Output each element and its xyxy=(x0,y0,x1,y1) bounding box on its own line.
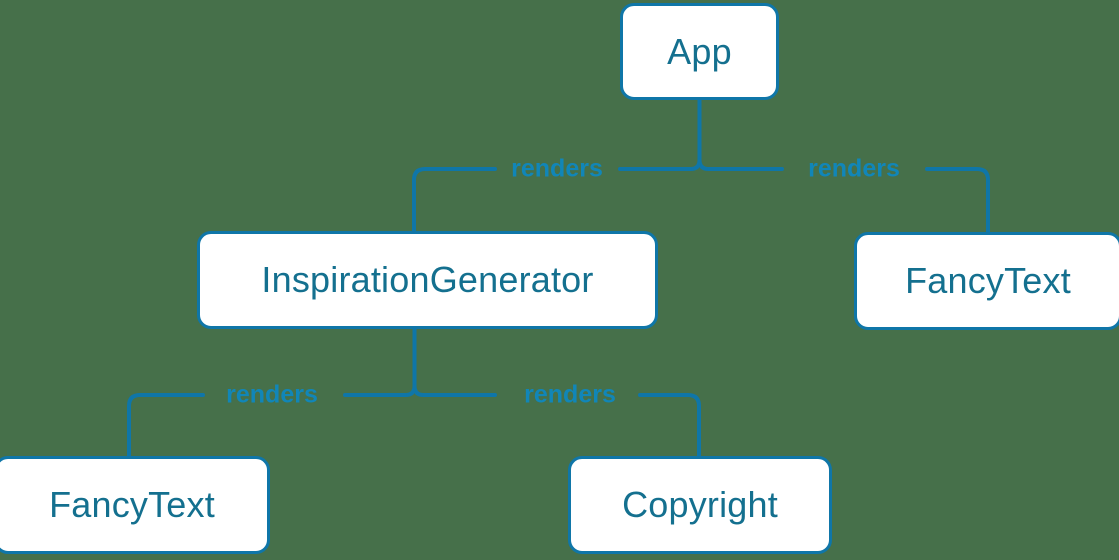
edge-app-stem xyxy=(697,98,711,171)
node-app[interactable]: App xyxy=(620,3,779,100)
edge-label-app-to-fancytext-right: renders xyxy=(808,154,900,183)
node-copyright[interactable]: Copyright xyxy=(568,456,832,554)
edge-label-inspirationgenerator-to-fancytext: renders xyxy=(226,380,318,409)
node-inspirationgenerator-label: InspirationGenerator xyxy=(261,259,594,300)
edge-app-stem-left xyxy=(688,158,702,171)
edge-label-inspirationgenerator-to-copyright: renders xyxy=(524,380,616,409)
node-fancytext-bottom-label: FancyText xyxy=(49,484,215,525)
node-copyright-label: Copyright xyxy=(622,484,778,525)
edge-label-app-to-inspirationgenerator: renders xyxy=(511,154,603,183)
edge-inspirationgenerator-stem xyxy=(412,327,426,397)
node-fancytext-right[interactable]: FancyText xyxy=(854,232,1119,330)
node-app-label: App xyxy=(667,30,732,72)
node-inspirationgenerator[interactable]: InspirationGenerator xyxy=(197,231,658,329)
node-fancytext-bottom[interactable]: FancyText xyxy=(0,456,270,554)
node-fancytext-right-label: FancyText xyxy=(905,260,1071,301)
edge-inspirationgenerator-stem-left xyxy=(403,384,417,397)
